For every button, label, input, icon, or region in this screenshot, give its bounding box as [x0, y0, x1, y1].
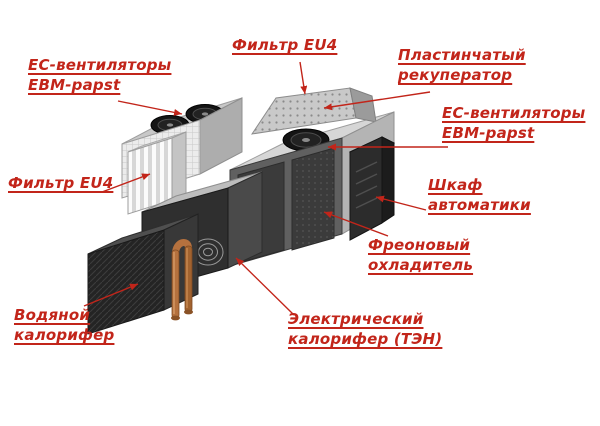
label-water-heater: Водяной калорифер [14, 306, 114, 346]
arrow-water-heater [83, 283, 139, 307]
label-line: Фреоновый [368, 236, 471, 254]
label-ec-fans-right: ЕС-вентиляторы EBM-papst [442, 104, 585, 144]
label-line: EBM-papst [28, 75, 121, 94]
label-line: Фильтр EU4 [232, 36, 338, 54]
label-line: Электрический [288, 310, 424, 328]
arrow-cabinet [375, 195, 427, 211]
label-line: ЕС-вентиляторы [28, 56, 172, 74]
label-plate-recuperator: Пластинчатый рекуператор [398, 46, 526, 86]
arrow-filter-top [299, 61, 308, 95]
label-freon-cooler: Фреоновый охладитель [368, 236, 473, 276]
front-door-right [291, 147, 335, 251]
water-heater-fins [87, 229, 165, 335]
cabinet-vents [355, 161, 378, 209]
label-line: калорифер (ТЭН) [288, 329, 443, 348]
arrow-recuperator [323, 91, 431, 111]
label-line: Шкаф [428, 176, 483, 194]
arrow-electric-heater [235, 257, 295, 316]
arrow-filter-left [101, 173, 151, 193]
label-filter-eu4-top: Фильтр EU4 [232, 36, 337, 56]
label-line: EBM-papst [442, 123, 535, 142]
label-line: Водяной [14, 306, 91, 324]
arrow-fans-left [117, 100, 183, 116]
arrow-cooler [323, 211, 389, 237]
label-line: охладитель [368, 255, 474, 274]
label-line: Фильтр EU4 [8, 174, 114, 192]
label-line: ЕС-вентиляторы [442, 104, 586, 122]
recuperator-hood [250, 87, 377, 135]
label-line: рекуператор [398, 65, 513, 84]
label-line: автоматики [428, 195, 531, 214]
label-ec-fans-left: ЕС-вентиляторы EBM-papst [28, 56, 171, 96]
label-electric-heater: Электрический калорифер (ТЭН) [288, 310, 442, 350]
leader-arrows [83, 61, 448, 316]
filter-slab [127, 131, 187, 215]
label-line: калорифер [14, 325, 115, 344]
water-heater-block [87, 213, 199, 335]
copper-pipes [171, 239, 193, 321]
label-filter-eu4-left: Фильтр EU4 [8, 174, 113, 194]
label-automation-cabinet: Шкаф автоматики [428, 176, 531, 216]
label-line: Пластинчатый [398, 46, 526, 64]
